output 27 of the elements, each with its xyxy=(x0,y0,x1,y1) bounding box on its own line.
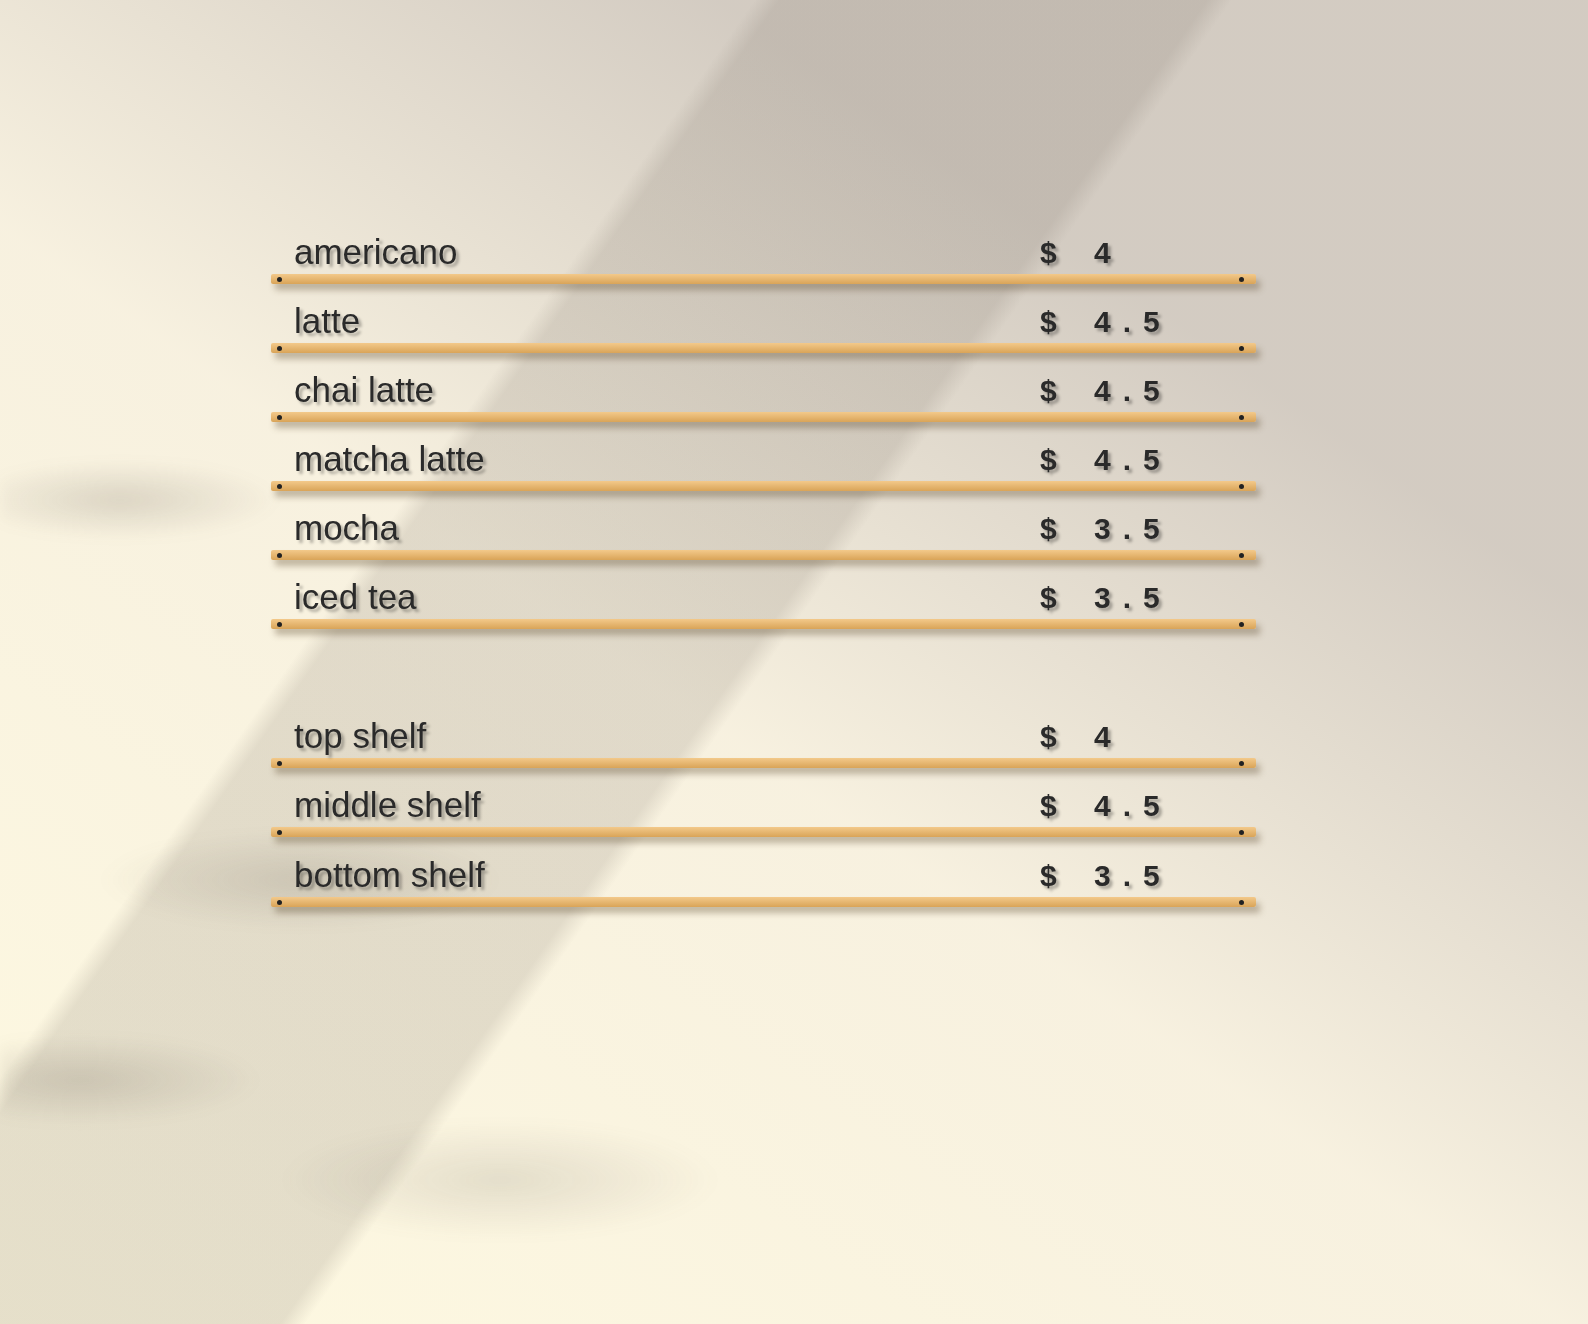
menu-item: americano xyxy=(294,232,458,272)
currency-sign: $ xyxy=(1040,305,1069,339)
menu-item: latte xyxy=(294,301,361,341)
menu-item: middle shelf xyxy=(294,785,481,825)
price: 4.5 xyxy=(1094,789,1172,823)
currency-sign: $ xyxy=(1040,443,1069,477)
price: 3.5 xyxy=(1094,581,1172,615)
menu-item: chai latte xyxy=(294,370,435,410)
price: 4.5 xyxy=(1094,443,1172,477)
currency-sign: $ xyxy=(1040,859,1069,893)
currency-sign: $ xyxy=(1040,720,1069,754)
menu-item: mocha xyxy=(294,508,400,548)
price: 3.5 xyxy=(1094,859,1172,893)
price: 4 xyxy=(1094,720,1123,754)
price: 4.5 xyxy=(1094,374,1172,408)
menu-item: bottom shelf xyxy=(294,855,485,895)
currency-sign: $ xyxy=(1040,789,1069,823)
menu-item: top shelf xyxy=(294,716,427,756)
price: 3.5 xyxy=(1094,512,1172,546)
price: 4.5 xyxy=(1094,305,1172,339)
menu-item: matcha latte xyxy=(294,439,485,479)
currency-sign: $ xyxy=(1040,236,1069,270)
currency-sign: $ xyxy=(1040,581,1069,615)
currency-sign: $ xyxy=(1040,374,1069,408)
menu-item: iced tea xyxy=(294,577,417,617)
currency-sign: $ xyxy=(1040,512,1069,546)
price: 4 xyxy=(1094,236,1123,270)
